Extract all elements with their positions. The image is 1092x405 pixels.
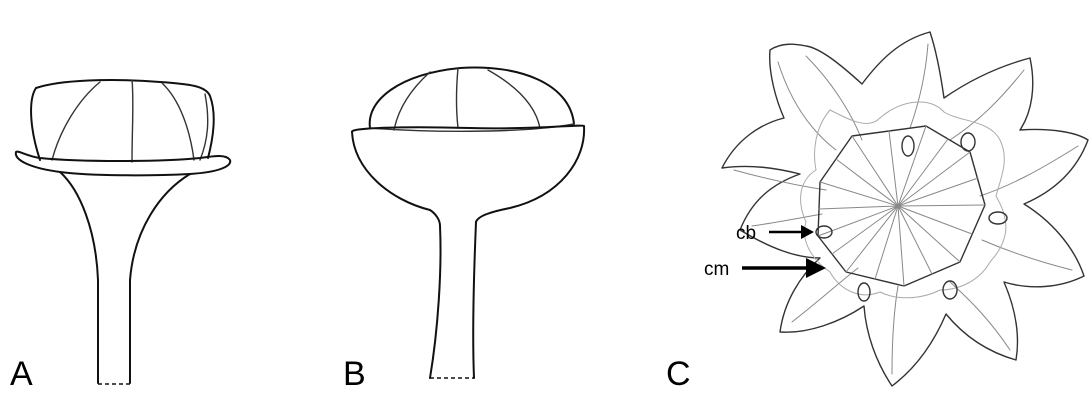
panel-b-cap-segment — [394, 72, 430, 130]
panel-a-cap-segment — [200, 94, 208, 160]
panel-a-cap-segment — [132, 80, 133, 162]
panel-b-cup — [352, 126, 584, 222]
panel-c-label-cm: cm — [704, 259, 729, 280]
panel-a-cap — [31, 80, 214, 160]
panel-a-rim — [16, 152, 230, 176]
panel-c-petal-line — [752, 214, 822, 226]
panel-c-drawing — [722, 32, 1088, 386]
panel-a-drawing — [16, 80, 230, 384]
panel-b-cap-segment — [457, 68, 459, 128]
panel-c-petal-line — [910, 44, 928, 128]
panel-c-label-cb: cb — [736, 223, 756, 244]
panel-c-petal-line — [778, 62, 836, 150]
panel-b-cup — [352, 132, 440, 226]
panel-c-petal-line — [792, 268, 858, 322]
panel-c-letter: C — [666, 355, 691, 393]
panel-c-petal-line — [950, 70, 1024, 140]
panel-a-letter: A — [10, 355, 33, 393]
panel-b-cap — [370, 67, 574, 128]
panel-c-petal-line — [980, 146, 1078, 196]
panel-b-drawing — [352, 67, 584, 378]
panel-c-petal-line — [892, 286, 898, 374]
panel-c-cb-arrow — [769, 225, 814, 239]
panel-a-cap-segment — [52, 82, 100, 160]
panel-a-stalk — [130, 174, 190, 383]
panel-c-cm-arrow — [742, 258, 826, 278]
panel-c-oval-cell — [902, 136, 914, 156]
panel-c-oval-cell — [961, 133, 975, 151]
panel-a-cap-segment — [162, 83, 194, 160]
panel-c-inner-outline — [801, 102, 1006, 298]
panel-b-letter: B — [343, 355, 366, 393]
panel-b-stalk — [430, 226, 441, 378]
panel-c-oval-cell — [858, 283, 870, 301]
panel-c-oval-cell — [989, 212, 1007, 224]
panel-a-stalk — [60, 172, 98, 383]
panel-b-cap-segment — [488, 70, 540, 128]
panel-c-petal-line — [950, 282, 1010, 350]
panel-c-petal-line — [806, 56, 862, 140]
panel-b-stalk — [473, 222, 476, 378]
